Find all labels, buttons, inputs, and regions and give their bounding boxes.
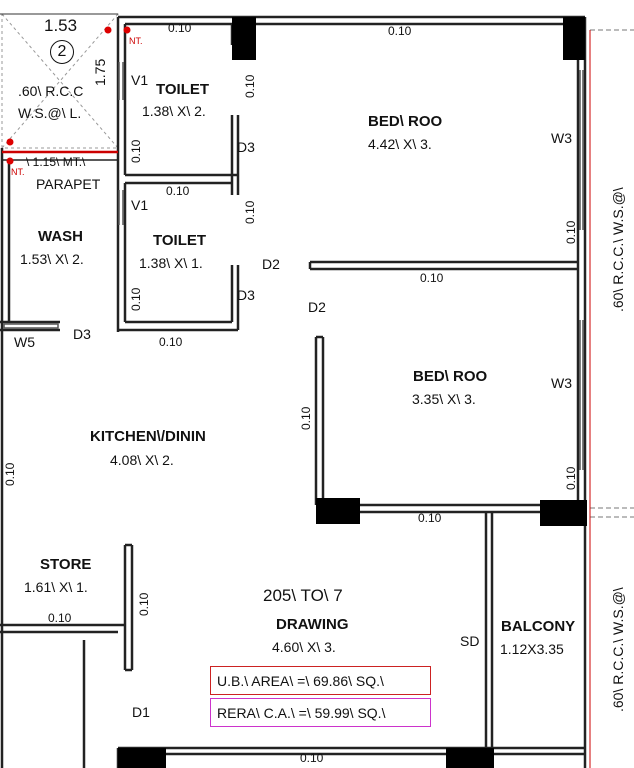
toilet2-name: TOILET bbox=[153, 232, 207, 249]
bed1-size: 4.42\ X\ 3. bbox=[368, 136, 432, 152]
ub-area-text: U.B.\ AREA\ =\ 69.86\ SQ.\ bbox=[217, 673, 384, 689]
windows bbox=[3, 62, 584, 470]
height-dim-1-75: 1.75 bbox=[92, 58, 108, 86]
window-w5-label: W5 bbox=[14, 334, 35, 350]
toilet1-size: 1.38\ X\ 2. bbox=[142, 103, 206, 119]
rera-area-box: RERA\ C.A.\ =\ 59.99\ SQ.\ bbox=[210, 698, 431, 727]
door-d3-toilet2: D3 bbox=[237, 287, 255, 303]
wall-dim-bed1-right: 0.10 bbox=[564, 220, 578, 244]
wall-dim-toilet-mid: 0.10 bbox=[166, 184, 190, 198]
parapet-height: \ 1.15\ MT.\ bbox=[26, 155, 86, 169]
bed2-size: 3.35\ X\ 3. bbox=[412, 391, 476, 407]
wall-dim-toilet2-left: 0.10 bbox=[129, 287, 143, 311]
toilet2-size: 1.38\ X\ 1. bbox=[139, 255, 203, 271]
rcc-right-bottom: .60\ R.C.C.\ W.S.@\ bbox=[610, 587, 626, 712]
wall-dim-store-right: 0.10 bbox=[137, 592, 151, 616]
store-name: STORE bbox=[40, 556, 92, 573]
wall-dim-toilet2-right: 0.10 bbox=[243, 200, 257, 224]
window-w3-bed2: W3 bbox=[551, 375, 572, 391]
door-d3-wash: D3 bbox=[73, 326, 91, 342]
wall-dim-bed-top: 0.10 bbox=[388, 24, 412, 38]
balcony-name: BALCONY bbox=[501, 618, 576, 635]
rcc-left-line2: W.S.@\ L. bbox=[18, 105, 82, 121]
wall-dim-toilet-top: 0.10 bbox=[168, 21, 192, 35]
nt-marker-left: NT. bbox=[11, 167, 25, 177]
kitchen-size: 4.08\ X\ 2. bbox=[110, 452, 174, 468]
wash-size: 1.53\ X\ 2. bbox=[20, 251, 84, 267]
kitchen-name: KITCHEN\/DININ bbox=[90, 428, 206, 445]
walls bbox=[0, 15, 587, 768]
wall-dim-toilet1-right: 0.10 bbox=[243, 74, 257, 98]
wall-dim-bed2-bottom: 0.10 bbox=[418, 511, 442, 525]
wall-dim-toilet1-left: 0.10 bbox=[129, 139, 143, 163]
wall-dim-bed-divider: 0.10 bbox=[420, 271, 444, 285]
wall-dim-bottom: 0.10 bbox=[300, 751, 324, 765]
rcc-right-top: .60\ R.C.C.\ W.S.@\ bbox=[610, 187, 626, 312]
parapet-label: PARAPET bbox=[36, 176, 101, 192]
door-d1-label: D1 bbox=[132, 704, 150, 720]
store-size: 1.61\ X\ 1. bbox=[24, 579, 88, 595]
toilet1-name: TOILET bbox=[156, 81, 210, 98]
ub-area-box: U.B.\ AREA\ =\ 69.86\ SQ.\ bbox=[210, 666, 431, 695]
drawing-size: 4.60\ X\ 3. bbox=[272, 639, 336, 655]
rera-area-text: RERA\ C.A.\ =\ 59.99\ SQ.\ bbox=[217, 705, 386, 721]
rcc-left-line1: .60\ R.C.C bbox=[18, 83, 84, 99]
wall-dim-store-top: 0.10 bbox=[48, 611, 72, 625]
wash-name: WASH bbox=[38, 228, 83, 245]
bed1-name: BED\ ROO bbox=[368, 113, 443, 130]
wall-dim-toilet-bottom: 0.10 bbox=[159, 335, 183, 349]
balcony-size: 1.12X3.35 bbox=[500, 641, 564, 657]
bed2-name: BED\ ROO bbox=[413, 368, 488, 385]
vent-v1-toilet1: V1 bbox=[131, 72, 149, 88]
columns bbox=[118, 17, 587, 768]
door-d2-bed1: D2 bbox=[262, 256, 280, 272]
door-d3-toilet1: D3 bbox=[237, 139, 255, 155]
door-d2-bed2: D2 bbox=[308, 299, 326, 315]
sliding-door-label: SD bbox=[460, 633, 480, 649]
nt-marker-top: NT. bbox=[129, 36, 143, 46]
wall-dim-left: 0.10 bbox=[3, 462, 17, 486]
grid-lines bbox=[590, 29, 634, 518]
nt-markers bbox=[6, 26, 131, 165]
vent-v1-toilet2: V1 bbox=[131, 197, 149, 213]
unit-number: 205\ TO\ 7 bbox=[263, 586, 343, 605]
wall-dim-bed2-left: 0.10 bbox=[299, 406, 313, 430]
unit-circle-number: 2 bbox=[50, 40, 74, 64]
drawing-name: DRAWING bbox=[276, 616, 349, 633]
wall-dim-bed2-right: 0.10 bbox=[564, 466, 578, 490]
width-dim-1-53: 1.53 bbox=[44, 16, 78, 35]
window-w3-bed1: W3 bbox=[551, 130, 572, 146]
